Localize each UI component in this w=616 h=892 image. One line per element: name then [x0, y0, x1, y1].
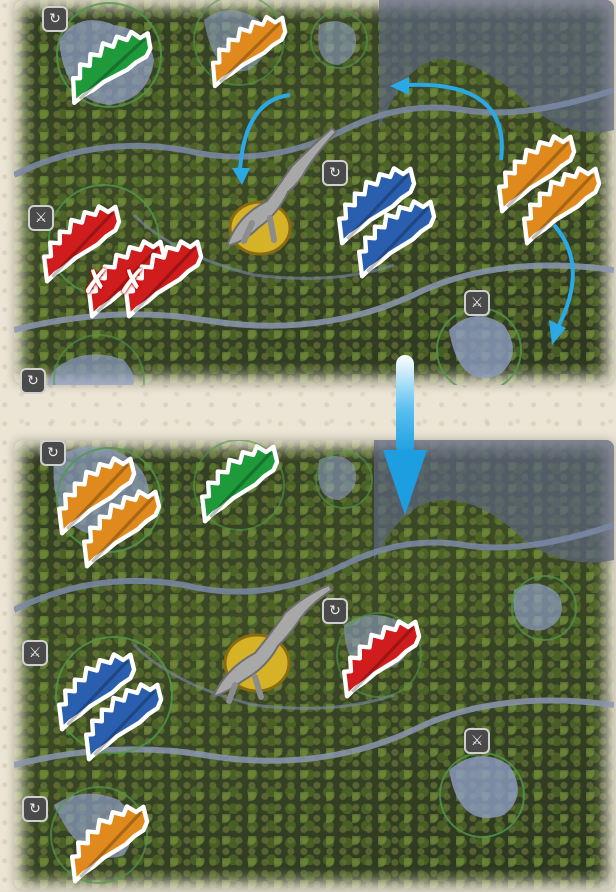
cycle-icon: ↻ [42, 6, 68, 32]
lake [44, 354, 134, 385]
dinosaur-miniature-icon[interactable] [212, 128, 342, 258]
cycle-icon: ↻ [20, 368, 46, 394]
lake [318, 456, 356, 500]
move-arrow [554, 225, 573, 325]
x-mark-icon: ✗ [118, 262, 147, 302]
lake [449, 316, 513, 378]
lake [513, 584, 561, 631]
down-arrow-icon [383, 355, 427, 515]
lake [318, 21, 356, 65]
sword-icon: ⚔ [464, 728, 490, 754]
move-arrow [406, 85, 502, 160]
cycle-icon: ↻ [40, 440, 66, 466]
sword-icon: ⚔ [464, 290, 490, 316]
x-mark-icon: ✗ [82, 262, 111, 302]
sword-icon: ⚔ [22, 640, 48, 666]
dinosaur-miniature-icon[interactable] [205, 585, 340, 715]
lake [449, 756, 518, 818]
cycle-icon: ↻ [22, 796, 48, 822]
